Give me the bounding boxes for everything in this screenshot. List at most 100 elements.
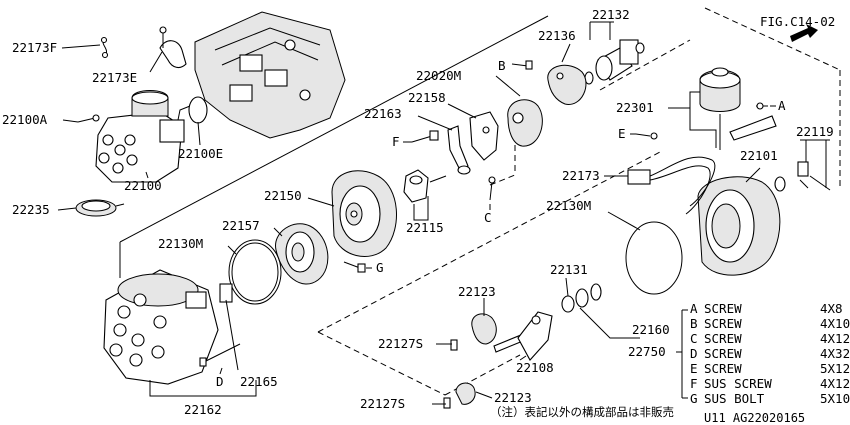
- screw-B: [511, 60, 533, 70]
- label-22115: 22115: [406, 220, 444, 235]
- screw-A: [756, 102, 768, 110]
- label-22108: 22108: [516, 360, 554, 375]
- label-22173E: 22173E: [92, 70, 137, 85]
- legend-row: A SCREW 4X8: [690, 301, 843, 316]
- label-22150: 22150: [264, 188, 302, 203]
- bolt-G: [343, 261, 366, 273]
- label-22157: 22157: [222, 218, 260, 233]
- distributor-assembly-22100: [95, 90, 185, 183]
- assembly-outline: [119, 7, 841, 396]
- pickup-22157: [275, 223, 329, 285]
- label-A: A: [778, 98, 786, 113]
- screw-F: [411, 130, 439, 143]
- screw-legend: A SCREW 4X8 B SCREW 4X10 C SCREW 4X12 D …: [690, 301, 850, 406]
- legend-size: 4X10: [820, 316, 850, 331]
- label-22130M-left: 22130M: [158, 236, 203, 251]
- label-22136: 22136: [538, 28, 576, 43]
- legend-name: SCREW: [704, 301, 742, 316]
- legend-name: SCREW: [704, 346, 742, 361]
- vacuum-controller-22132: [584, 39, 645, 85]
- legend-row: C SCREW 4X12: [690, 331, 850, 346]
- legend-key: A: [690, 301, 698, 316]
- label-22119: 22119: [796, 124, 834, 139]
- harness-22173: [627, 156, 716, 215]
- legend-size: 4X12: [820, 376, 850, 391]
- gasket-22130M-left: [228, 239, 282, 305]
- label-22127S-top: 22127S: [378, 336, 423, 351]
- label-22173: 22173: [562, 168, 600, 183]
- label-22127S-bottom: 22127S: [360, 396, 405, 411]
- callout-labels: 22173F 22173E 22100A 22100E 22100 22235 …: [2, 7, 834, 417]
- legend-size: 4X32: [820, 346, 850, 361]
- label-22158: 22158: [408, 90, 446, 105]
- label-22162: 22162: [184, 402, 222, 417]
- label-22235: 22235: [12, 202, 50, 217]
- legend-key: C: [690, 331, 698, 346]
- screw-E: [635, 132, 658, 140]
- legend-name: SUS BOLT: [704, 391, 765, 406]
- label-22020M: 22020M: [416, 68, 461, 83]
- washers-22131: [561, 283, 602, 313]
- label-22750: 22750: [628, 344, 666, 359]
- label-G: G: [376, 260, 384, 275]
- part-22165: [219, 283, 233, 303]
- legend-size: 5X10: [820, 391, 850, 406]
- label-B: B: [498, 58, 506, 73]
- vacuum-unit-22301: [699, 67, 777, 150]
- leader-lines: [57, 21, 830, 405]
- gasket-22130M-right: [625, 221, 683, 295]
- label-22165: 22165: [240, 374, 278, 389]
- label-22301: 22301: [616, 100, 654, 115]
- label-22130M-right: 22130M: [546, 198, 591, 213]
- legend-name: SCREW: [704, 361, 742, 376]
- contact-22163: [447, 125, 471, 175]
- label-F: F: [392, 134, 400, 149]
- label-C: C: [484, 210, 492, 225]
- legend-row: B SCREW 4X10: [690, 316, 850, 331]
- label-22123-bottom: 22123: [494, 390, 532, 405]
- label-E: E: [618, 126, 626, 141]
- legend-key: F: [690, 376, 698, 391]
- screw-C: [488, 176, 496, 201]
- legend-name: SCREW: [704, 331, 742, 346]
- advancer-22020M: [507, 99, 543, 147]
- legend-row: G SUS BOLT 5X10: [690, 391, 850, 406]
- label-22163: 22163: [364, 106, 402, 121]
- legend-size: 5X12: [820, 361, 850, 376]
- label-22123-top: 22123: [458, 284, 496, 299]
- rotor-22235: [75, 199, 125, 217]
- cover-22150: [331, 170, 397, 257]
- gear-22123-top: [471, 313, 497, 345]
- o-ring-22100E: [188, 96, 208, 124]
- figure-reference: FIG.C14-02: [760, 14, 835, 42]
- clip-22173E: [159, 26, 187, 69]
- label-D: D: [216, 374, 224, 389]
- distributor-cap-22162: [103, 269, 219, 385]
- legend-name: SUS SCREW: [704, 376, 772, 391]
- label-22132: 22132: [592, 7, 630, 22]
- pin-22127S-top: [450, 339, 458, 351]
- legend-row: D SCREW 4X32: [690, 346, 850, 361]
- housing-22101: [697, 176, 786, 276]
- part-22115: [403, 169, 447, 203]
- plate-22136: [547, 64, 587, 105]
- label-22173F: 22173F: [12, 40, 57, 55]
- legend-name: SCREW: [704, 316, 742, 331]
- legend-key: D: [690, 346, 698, 361]
- label-22100A: 22100A: [2, 112, 48, 127]
- pin-22127S-bottom: [443, 397, 451, 409]
- shaft-22108: [493, 311, 553, 361]
- screw-22100A: [77, 114, 100, 123]
- label-22131: 22131: [550, 262, 588, 277]
- legend-row: F SUS SCREW 4X12: [690, 376, 850, 391]
- legend-key: G: [690, 391, 698, 406]
- label-22160: 22160: [632, 322, 670, 337]
- arrow-icon: [790, 24, 818, 42]
- legend-key: B: [690, 316, 698, 331]
- footnote: （注）表記以外の構成部品は非販売: [490, 405, 674, 419]
- clip-22119: [797, 161, 831, 191]
- label-22101: 22101: [740, 148, 778, 163]
- legend-row: E SCREW 5X12: [690, 361, 850, 376]
- clip-22173F: [100, 36, 109, 59]
